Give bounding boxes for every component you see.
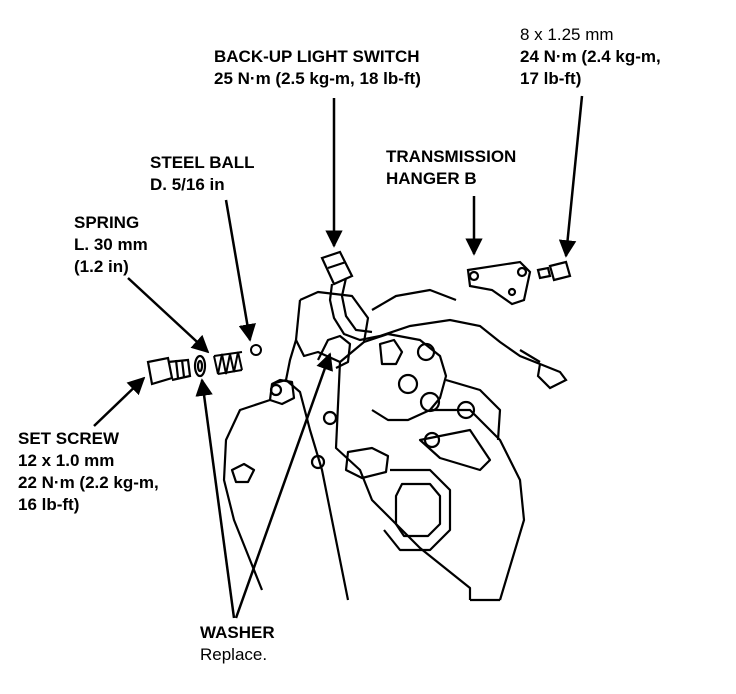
hanger-title-line1: TRANSMISSION (386, 147, 517, 166)
steel-ball-label: STEEL BALL D. 5/16 in (150, 152, 255, 196)
backup-light-switch-title: BACK-UP LIGHT SWITCH (214, 47, 420, 66)
hanger-title-line2: HANGER B (386, 169, 477, 188)
arrow-spring (127, 277, 210, 354)
arrow-set-screw (93, 376, 146, 427)
washer-label: WASHER Replace. (200, 622, 275, 666)
backup-light-switch-part (320, 250, 568, 390)
backup-light-switch-label: BACK-UP LIGHT SWITCH 25 N·m (2.5 kg-m, 1… (214, 46, 421, 90)
washer-note: Replace. (200, 645, 268, 664)
hanger-label: TRANSMISSION HANGER B (386, 146, 516, 190)
transmission-case (222, 288, 526, 602)
bolt-spec-label: 8 x 1.25 mm 24 N·m (2.4 kg-m, 17 lb-ft) (520, 24, 661, 90)
bolt-torque-cont: 17 lb-ft) (520, 69, 582, 88)
backup-light-switch-torque: 25 N·m (2.5 kg-m, 18 lb-ft) (214, 69, 421, 88)
washer-part (193, 354, 207, 378)
set-screw-title: SET SCREW (18, 429, 120, 448)
arrow-washer-left (195, 378, 236, 619)
spring-length-in: (1.2 in) (74, 257, 129, 276)
spring-part (213, 351, 243, 375)
set-screw-size: 12 x 1.0 mm (18, 451, 115, 470)
bolt-torque: 24 N·m (2.4 kg-m, (520, 47, 661, 66)
bolt-size: 8 x 1.25 mm (520, 25, 614, 44)
steel-ball-title: STEEL BALL (150, 153, 255, 172)
washer-title: WASHER (200, 623, 275, 642)
hanger-b-part (466, 260, 532, 306)
set-screw-torque-cont: 16 lb-ft) (18, 495, 80, 514)
spring-label: SPRING L. 30 mm (1.2 in) (74, 212, 148, 278)
flange-bolt-part (536, 260, 572, 282)
set-screw-part (146, 356, 192, 386)
arrow-steel-ball (224, 199, 256, 342)
set-screw-label: SET SCREW 12 x 1.0 mm 22 N·m (2.2 kg-m, … (18, 428, 159, 516)
steel-ball-diameter: D. 5/16 in (150, 175, 225, 194)
spring-length: L. 30 mm (74, 235, 148, 254)
steel-ball-part (250, 344, 262, 356)
arrow-bolt (558, 95, 584, 258)
arrow-washer-right (234, 352, 333, 619)
set-screw-torque: 22 N·m (2.2 kg-m, (18, 473, 159, 492)
leader-lines (93, 95, 584, 619)
spring-title: SPRING (74, 213, 140, 232)
